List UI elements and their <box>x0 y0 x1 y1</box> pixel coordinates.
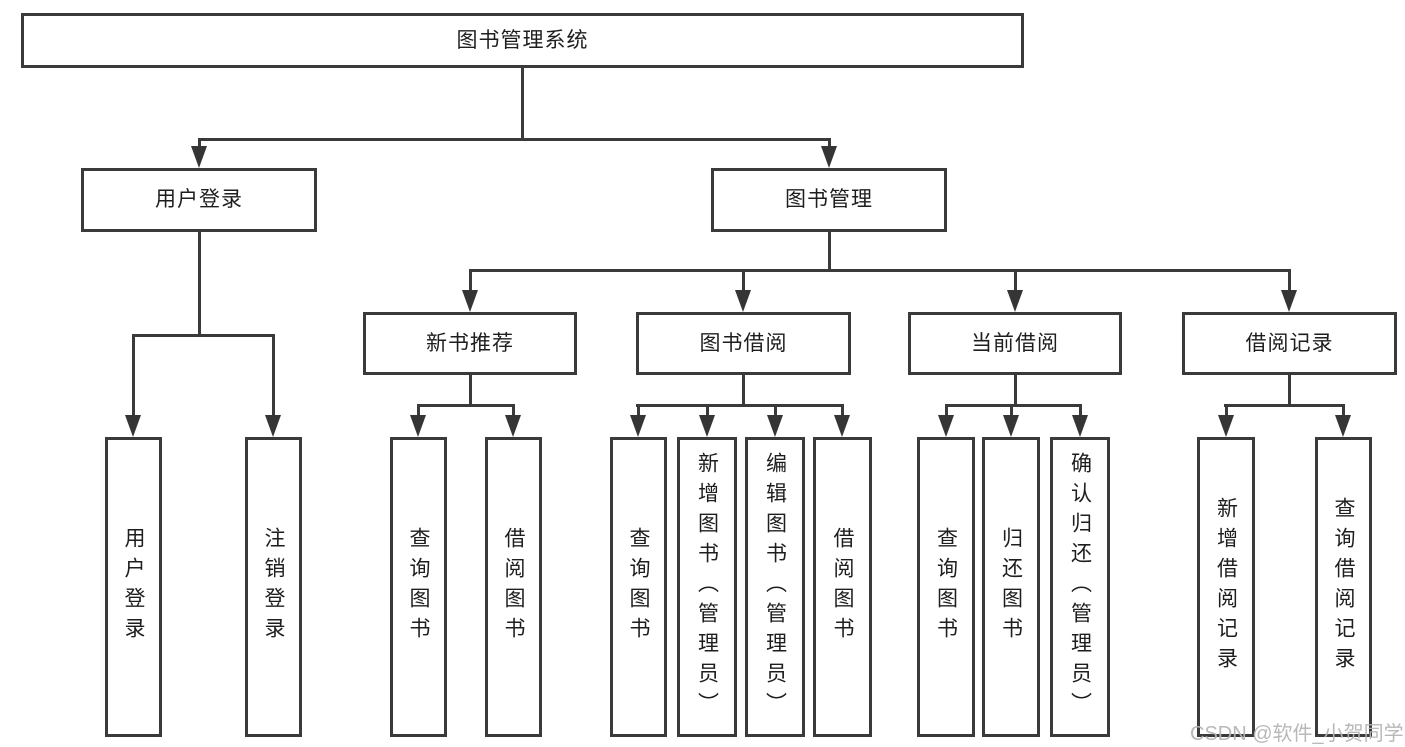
connector-level1-split <box>198 138 831 141</box>
node-label: 查询图书 <box>934 527 958 647</box>
node-label: 查询图书 <box>407 527 430 647</box>
connector-arrow-line <box>417 404 420 417</box>
connector-user-login-split <box>132 334 275 337</box>
node-borrowing-records: 借阅记录 <box>1182 312 1397 375</box>
node-label: 查询借阅记录 <box>1332 497 1355 677</box>
node-library-management-system: 图书管理系统 <box>21 13 1024 68</box>
connector-arrow-line <box>132 334 135 416</box>
node-label: 图书管理系统 <box>456 28 589 52</box>
connector-recommend-stem <box>469 375 472 407</box>
node-label: 借阅图书 <box>502 527 525 647</box>
connector-arrow-line <box>1014 269 1017 293</box>
connector-arrow-line <box>1342 404 1345 417</box>
arrowhead-leaf-logout <box>265 415 281 437</box>
arrowhead-book-management <box>821 146 837 168</box>
arrowhead-user-login <box>191 146 207 168</box>
node-user-login: 用户登录 <box>81 168 317 232</box>
node-label: 确认归还（管理员） <box>1068 452 1092 722</box>
connector-current-split <box>945 404 1082 407</box>
node-label: 归还图书 <box>999 527 1023 647</box>
connector-book-management-stem <box>828 232 831 272</box>
node-current-borrowing: 当前借阅 <box>908 312 1122 375</box>
node-book-management: 图书管理 <box>711 168 947 232</box>
connector-arrow-line <box>512 404 515 417</box>
arrowhead-book-borrowing <box>735 290 751 312</box>
node-label: 注销登录 <box>262 527 285 647</box>
arrowhead-leaf <box>1003 415 1019 437</box>
arrowhead-leaf <box>1218 415 1234 437</box>
leaf-add-borrow-record: 新增借阅记录 <box>1197 437 1255 737</box>
arrowhead-leaf <box>834 415 850 437</box>
connector-records-split <box>1224 404 1345 407</box>
arrowhead-leaf <box>938 415 954 437</box>
connector-arrow-line <box>1288 269 1291 293</box>
connector-arrow-line <box>1010 404 1013 417</box>
node-label: 借阅记录 <box>1245 331 1334 355</box>
arrowhead-leaf <box>1072 415 1088 437</box>
connector-user-login-stem <box>198 232 201 336</box>
leaf-return-books: 归还图书 <box>982 437 1040 737</box>
connector-borrowing-stem <box>742 375 745 407</box>
node-label: 新增借阅记录 <box>1214 497 1238 677</box>
arrowhead-leaf <box>505 415 521 437</box>
connector-arrow-line <box>828 138 831 148</box>
connector-arrow-line <box>742 269 745 293</box>
connector-arrow-line <box>1225 404 1228 417</box>
connector-borrowing-split <box>636 404 844 407</box>
arrowhead-leaf-user-login <box>125 415 141 437</box>
node-label: 新书推荐 <box>426 331 514 355</box>
leaf-confirm-return-admin: 确认归还（管理员） <box>1050 437 1110 737</box>
connector-root-stem <box>521 68 524 140</box>
leaf-query-borrow-record: 查询借阅记录 <box>1315 437 1372 737</box>
connector-arrow-line <box>637 404 640 417</box>
arrowhead-leaf <box>630 415 646 437</box>
node-label: 编辑图书（管理员） <box>763 452 787 722</box>
connector-recommend-split <box>417 404 515 407</box>
leaf-add-books-admin: 新增图书（管理员） <box>677 437 737 737</box>
arrowhead-leaf <box>1335 415 1351 437</box>
node-label: 图书管理 <box>785 188 873 212</box>
leaf-query-books-current: 查询图书 <box>917 437 975 737</box>
connector-arrow-line <box>774 404 777 417</box>
node-label: 用户登录 <box>122 527 145 647</box>
connector-current-stem <box>1014 375 1017 407</box>
leaf-logout: 注销登录 <box>245 437 302 737</box>
leaf-borrow-books-borrowing: 借阅图书 <box>813 437 872 737</box>
connector-arrow-line <box>272 334 275 416</box>
leaf-user-login: 用户登录 <box>105 437 162 737</box>
leaf-query-books-borrowing: 查询图书 <box>610 437 667 737</box>
arrowhead-leaf <box>410 415 426 437</box>
connector-arrow-line <box>945 404 948 417</box>
leaf-query-books-recommend: 查询图书 <box>390 437 447 737</box>
connector-arrow-line <box>1079 404 1082 417</box>
connector-level3-split <box>469 269 1291 272</box>
node-book-borrowing: 图书借阅 <box>636 312 851 375</box>
node-label: 用户登录 <box>155 188 243 212</box>
node-label: 当前借阅 <box>971 331 1059 355</box>
connector-arrow-line <box>469 269 472 293</box>
node-label: 借阅图书 <box>831 527 854 647</box>
leaf-borrow-books-recommend: 借阅图书 <box>485 437 542 737</box>
arrowhead-leaf <box>767 415 783 437</box>
arrowhead-leaf <box>699 415 715 437</box>
node-label: 查询图书 <box>627 527 650 647</box>
connector-arrow-line <box>706 404 709 417</box>
csdn-watermark: CSDN @软件_小贺同学 <box>1190 723 1404 745</box>
connector-arrow-line <box>198 138 201 148</box>
connector-arrow-line <box>841 404 844 417</box>
node-new-book-recommendation: 新书推荐 <box>363 312 577 375</box>
arrowhead-current-borrowing <box>1007 290 1023 312</box>
node-label: 新增图书（管理员） <box>695 452 719 722</box>
arrowhead-new-book-recommendation <box>462 290 478 312</box>
connector-records-stem <box>1288 375 1291 407</box>
leaf-edit-books-admin: 编辑图书（管理员） <box>745 437 805 737</box>
node-label: 图书借阅 <box>699 331 788 355</box>
arrowhead-borrowing-records <box>1281 290 1297 312</box>
